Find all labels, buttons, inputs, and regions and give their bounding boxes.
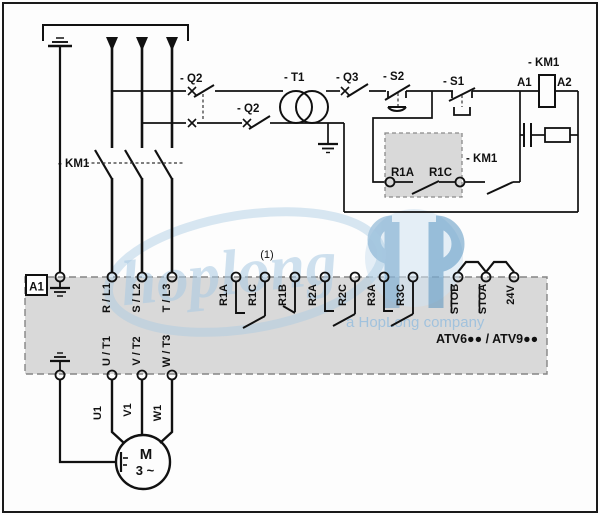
watermark-company-text: a HopLong company: [346, 314, 485, 331]
terminal-wt3-label: W / T3: [161, 335, 173, 367]
terminal-r3a-label: R3A: [366, 284, 378, 306]
fault-relay-contact-box: R1A R1C: [384, 132, 466, 198]
transformer-t1: - T1: [279, 72, 345, 212]
km1-main-label: - KM1: [58, 158, 90, 170]
terminal-circle: [166, 271, 178, 283]
estop-s2: - S2: [383, 71, 411, 112]
coil-a2-label: A2: [557, 77, 572, 89]
drive-ref-box: [25, 274, 48, 296]
terminal-r1c-label: R1C: [247, 284, 259, 306]
terminal-ut1-label: U / T1: [101, 336, 113, 366]
terminal-circle: [480, 271, 492, 283]
motor-pe-wire: [58, 379, 116, 464]
watermark-logo-glyph: [367, 215, 465, 308]
q2-contact-cross-icon: [187, 86, 197, 96]
terminal-rl1-label: R / L1: [101, 283, 113, 313]
coil-a1-label: A1: [517, 77, 532, 89]
terminal-r2a-label: R2A: [307, 284, 319, 306]
supply-section: - KM1: [42, 24, 189, 272]
sto-jumper-wire: [457, 260, 487, 273]
drive-ref-label: A1: [29, 282, 44, 294]
q2-pole2-label: - Q2: [237, 103, 259, 115]
control-circuit: - Q3 - S2 - S1 - KM1: [326, 57, 579, 213]
motor-m-label: M: [140, 446, 153, 463]
terminal-r3c-label: R3C: [395, 284, 407, 306]
terminal-stoa-label: STOA: [477, 284, 489, 314]
phase-lines: [94, 44, 174, 272]
terminal-r2c-label: R2C: [337, 284, 349, 306]
s1-label: - S1: [443, 76, 465, 88]
terminal-vt2-label: V / T2: [131, 336, 143, 365]
footnote-label: (1): [260, 249, 273, 261]
wire-u1-label: U1: [92, 406, 104, 420]
terminal-sl2-label: S / L2: [131, 283, 143, 312]
terminal-circle: [106, 271, 118, 283]
terminal-circle: [452, 271, 464, 283]
motor-section: U1 V1 W1 M 3 ~: [58, 379, 174, 491]
motor-earth-terminal-icon: [119, 452, 128, 472]
earth-icon: [318, 142, 338, 154]
sto-jumper-wire: [485, 260, 515, 273]
wire-w1-label: W1: [152, 405, 164, 422]
earth-icon: [50, 352, 70, 370]
motor-circle: [114, 433, 172, 491]
terminal-tl3-label: T / L3: [161, 284, 173, 313]
t1-label: - T1: [284, 72, 305, 84]
drive-terminals: A1 R / L1 S / L2 T / L3 (1) R1A R1C R1B: [25, 249, 538, 381]
relay-r1a-label: R1A: [391, 167, 414, 179]
motor-wire-u: [110, 379, 125, 444]
mushroom-head-icon: [387, 106, 407, 112]
terminal-stob-label: STOB: [449, 284, 461, 314]
drive-model-label: ATV6●● / ATV9●●: [436, 332, 538, 346]
terminal-24v-label: 24V: [505, 285, 517, 305]
q2-breaker: - Q2 - Q2: [112, 73, 285, 130]
q3-contact-cross-icon: [340, 86, 350, 96]
terminal-circle: [508, 271, 520, 283]
wire-v1-label: V1: [122, 403, 134, 416]
q2-contact-cross-icon: [187, 118, 197, 128]
s2-label: - S2: [383, 71, 404, 83]
km1-aux-contact: - KM1: [465, 91, 521, 195]
motor-phases-label: 3 ~: [136, 463, 155, 478]
terminal-circle: [136, 271, 148, 283]
terminal-r1a-label: R1A: [218, 284, 230, 306]
supply-bracket: [42, 24, 189, 41]
pushbutton-actuator-icon: [453, 107, 471, 116]
watermark: hoplong a HopLong company: [103, 207, 485, 337]
terminal-circle: [384, 176, 396, 188]
q2-contact-cross-icon: [242, 118, 252, 128]
latch-branch-wire: [372, 91, 433, 183]
drive-block: [24, 276, 548, 375]
terminal-circle: [454, 176, 466, 188]
relay-r1c-label: R1C: [429, 167, 452, 179]
q3-label: - Q3: [336, 72, 358, 84]
start-button-s1: - S1: [443, 76, 476, 116]
earth-icon: [50, 281, 70, 297]
motor-wire-w: [159, 379, 174, 444]
q2-pole1-label: - Q2: [180, 73, 202, 85]
watermark-swoosh: [103, 207, 387, 337]
km1-coil-label: - KM1: [528, 57, 560, 69]
km1-aux-label: - KM1: [466, 153, 498, 165]
terminal-r1b-label: R1B: [277, 284, 289, 306]
